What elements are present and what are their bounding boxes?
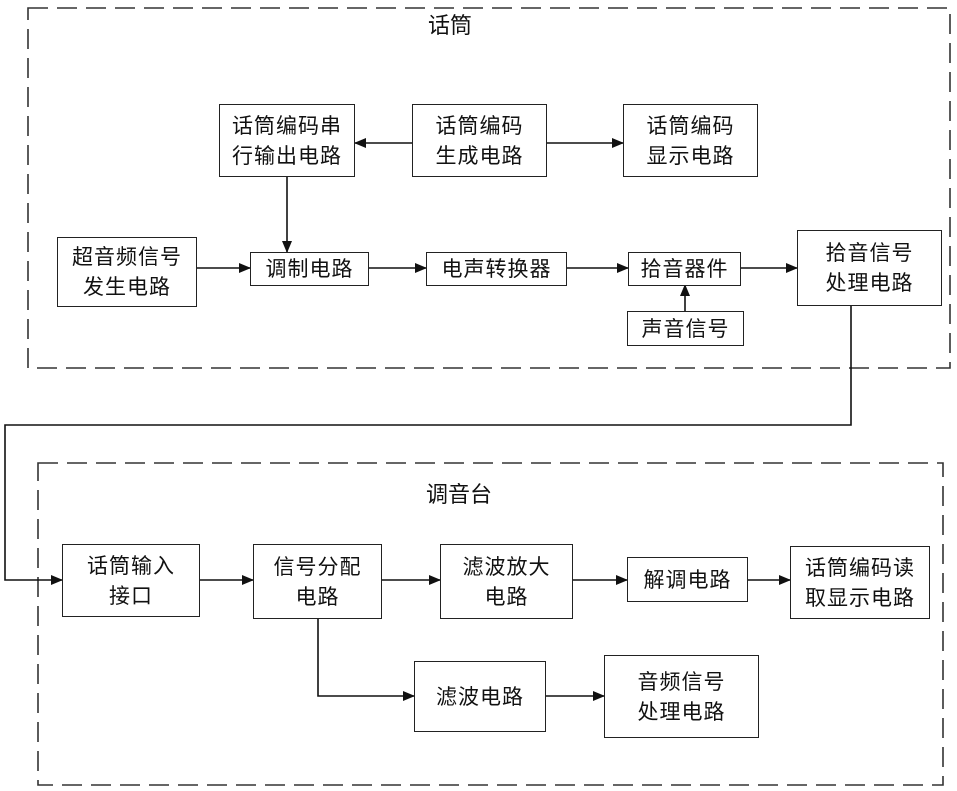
block-label: 信号分配 电路 <box>274 552 362 612</box>
block-label: 声音信号 <box>642 314 730 344</box>
block-label: 滤波电路 <box>436 682 524 712</box>
block-filter: 滤波电路 <box>414 661 546 732</box>
block-label: 话筒输入 接口 <box>87 551 175 611</box>
block-mic-input: 话筒输入 接口 <box>62 544 200 617</box>
block-signal-dist: 信号分配 电路 <box>253 544 382 619</box>
block-demod: 解调电路 <box>627 557 748 602</box>
block-ultrasonic-gen: 超音频信号 发生电路 <box>57 237 197 307</box>
block-label: 解调电路 <box>644 565 732 595</box>
mixer-group-title: 调音台 <box>426 483 492 509</box>
block-label: 拾音器件 <box>641 254 729 284</box>
block-transducer: 电声转换器 <box>426 252 567 286</box>
block-label: 拾音信号 处理电路 <box>826 238 914 298</box>
block-filter-amp: 滤波放大 电路 <box>440 544 573 619</box>
mic-group-title: 话筒 <box>428 14 472 40</box>
mic-group-boundary <box>28 8 950 368</box>
arrow-dist-to-filter <box>318 619 414 696</box>
block-label: 滤波放大 电路 <box>463 552 551 612</box>
block-audio-proc: 音频信号 处理电路 <box>604 655 759 738</box>
block-label: 调制电路 <box>266 254 354 284</box>
block-sound-signal: 声音信号 <box>627 311 744 346</box>
block-code-serial-output: 话筒编码串 行输出电路 <box>219 104 355 177</box>
block-label: 话筒编码读 取显示电路 <box>805 553 915 613</box>
block-label: 电声转换器 <box>442 254 552 284</box>
block-label: 音频信号 处理电路 <box>638 667 726 727</box>
block-pickup-proc: 拾音信号 处理电路 <box>797 230 942 306</box>
block-label: 话筒编码 显示电路 <box>647 111 735 171</box>
block-modulation: 调制电路 <box>250 252 369 286</box>
block-pickup: 拾音器件 <box>628 252 741 286</box>
block-label: 话筒编码 生成电路 <box>436 111 524 171</box>
block-label: 话筒编码串 行输出电路 <box>232 111 342 171</box>
block-code-gen: 话筒编码 生成电路 <box>412 104 547 177</box>
block-code-read: 话筒编码读 取显示电路 <box>790 546 930 619</box>
arrow-mic-to-mixer <box>5 306 851 580</box>
mixer-group-boundary <box>38 463 943 785</box>
block-code-display: 话筒编码 显示电路 <box>623 104 758 177</box>
block-label: 超音频信号 发生电路 <box>72 242 182 302</box>
